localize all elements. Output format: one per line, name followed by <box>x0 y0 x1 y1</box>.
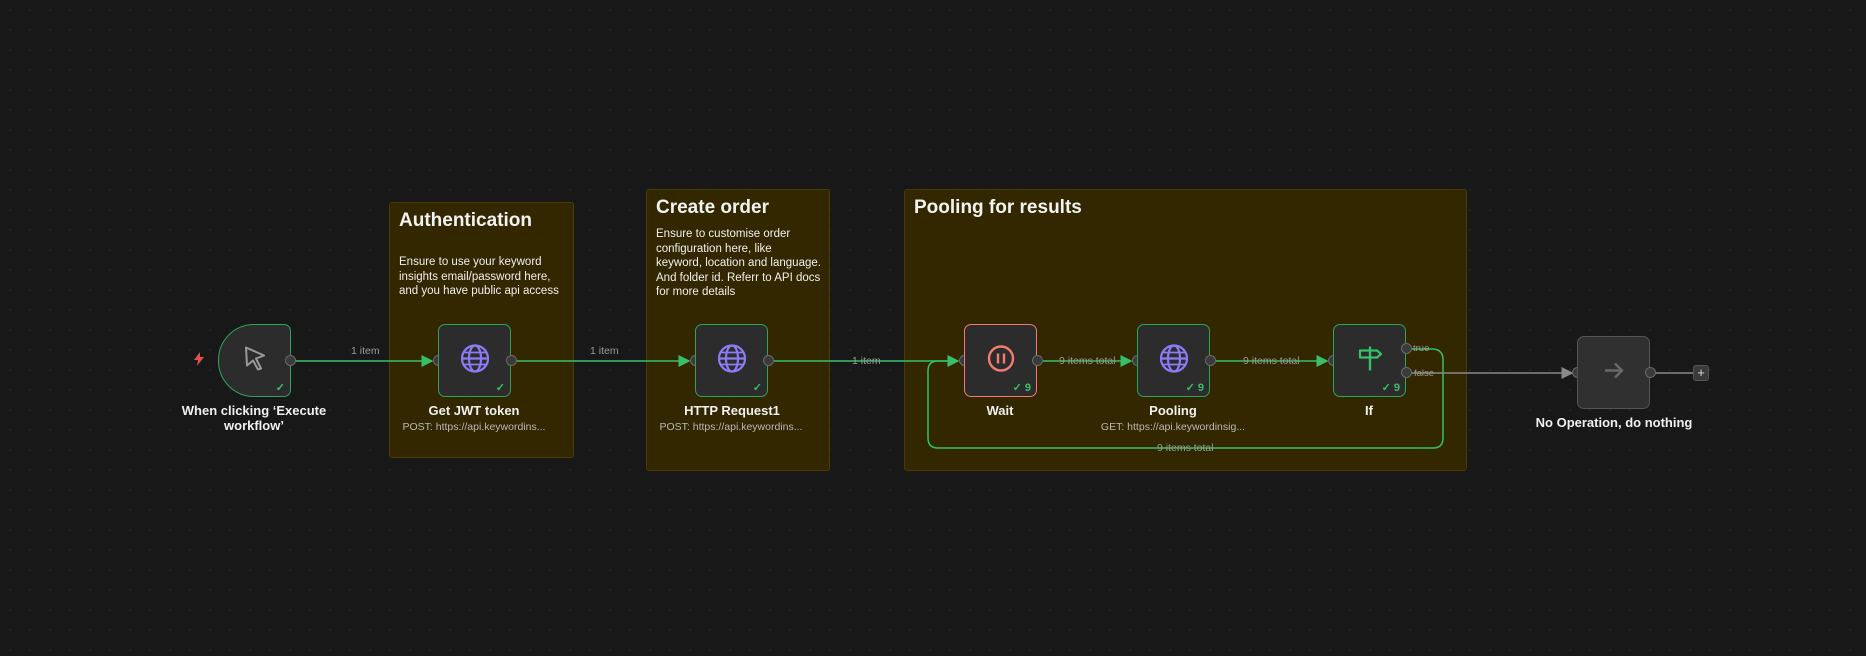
output-handle[interactable] <box>285 355 296 366</box>
output-handle-true[interactable] <box>1401 343 1412 354</box>
node-subtitle: GET: https://api.keywordinsig... <box>1100 421 1246 433</box>
arrow-right-icon <box>1600 356 1628 389</box>
pause-icon <box>986 343 1016 378</box>
lightning-bolt-icon <box>193 352 205 369</box>
sticky-authentication[interactable]: Authentication Ensure to use your keywor… <box>389 202 574 458</box>
node-label: If <box>1365 403 1373 418</box>
output-handle[interactable] <box>1645 367 1656 378</box>
success-check-icon: ✓ 9 <box>1185 382 1204 394</box>
node-label: No Operation, do nothing <box>1535 415 1693 430</box>
node-subtitle: POST: https://api.keywordins... <box>659 421 803 433</box>
edge-label: 1 item <box>590 345 619 357</box>
sticky-title: Authentication <box>399 210 532 231</box>
success-check-icon: ✓ <box>275 382 285 394</box>
node-pooling[interactable]: ✓ 9 <box>1137 324 1210 397</box>
node-http-request1[interactable]: ✓ <box>695 324 768 397</box>
edge-label: 1 item <box>852 355 881 367</box>
cursor-icon <box>240 343 270 378</box>
globe-icon <box>1158 342 1190 379</box>
edge-label: 9 items total <box>1243 355 1300 367</box>
success-check-icon: ✓ <box>495 382 505 394</box>
node-wait[interactable]: ✓ 9 <box>964 324 1037 397</box>
signpost-icon <box>1355 343 1385 378</box>
sticky-body: Ensure to customise order configuration … <box>656 228 821 298</box>
edge-label: 1 item <box>351 345 380 357</box>
node-label: When clicking ‘Execute workflow’ <box>181 403 327 433</box>
success-check-icon: ✓ 9 <box>1381 382 1400 394</box>
node-label: Pooling <box>1149 403 1197 418</box>
sticky-title: Create order <box>656 197 769 218</box>
node-label: HTTP Request1 <box>684 403 780 418</box>
edge-label-false: false <box>1414 368 1435 379</box>
output-handle[interactable] <box>1032 355 1043 366</box>
sticky-title: Pooling for results <box>914 197 1082 218</box>
edge-if-true-loop <box>927 348 1444 449</box>
edge-label-true: true <box>1413 343 1430 354</box>
node-label: Get JWT token <box>428 403 520 418</box>
node-subtitle: POST: https://api.keywordins... <box>402 421 546 433</box>
node-no-operation[interactable] <box>1577 336 1650 409</box>
edge-label: 9 items total <box>1157 442 1214 454</box>
success-check-icon: ✓ 9 <box>1012 382 1031 394</box>
add-node-button[interactable]: + <box>1693 365 1709 381</box>
edge-label: 9 items total <box>1059 355 1116 367</box>
node-get-jwt-token[interactable]: ✓ <box>438 324 511 397</box>
output-handle[interactable] <box>763 355 774 366</box>
output-handle-false[interactable] <box>1401 367 1412 378</box>
output-handle[interactable] <box>1205 355 1216 366</box>
output-handle[interactable] <box>506 355 517 366</box>
globe-icon <box>716 342 748 379</box>
node-label: Wait <box>986 403 1014 418</box>
success-check-icon: ✓ <box>752 382 762 394</box>
node-if[interactable]: ✓ 9 <box>1333 324 1406 397</box>
node-manual-trigger[interactable]: ✓ <box>218 324 291 397</box>
sticky-body: Ensure to use your keyword insights emai… <box>399 256 559 297</box>
globe-icon <box>459 342 491 379</box>
